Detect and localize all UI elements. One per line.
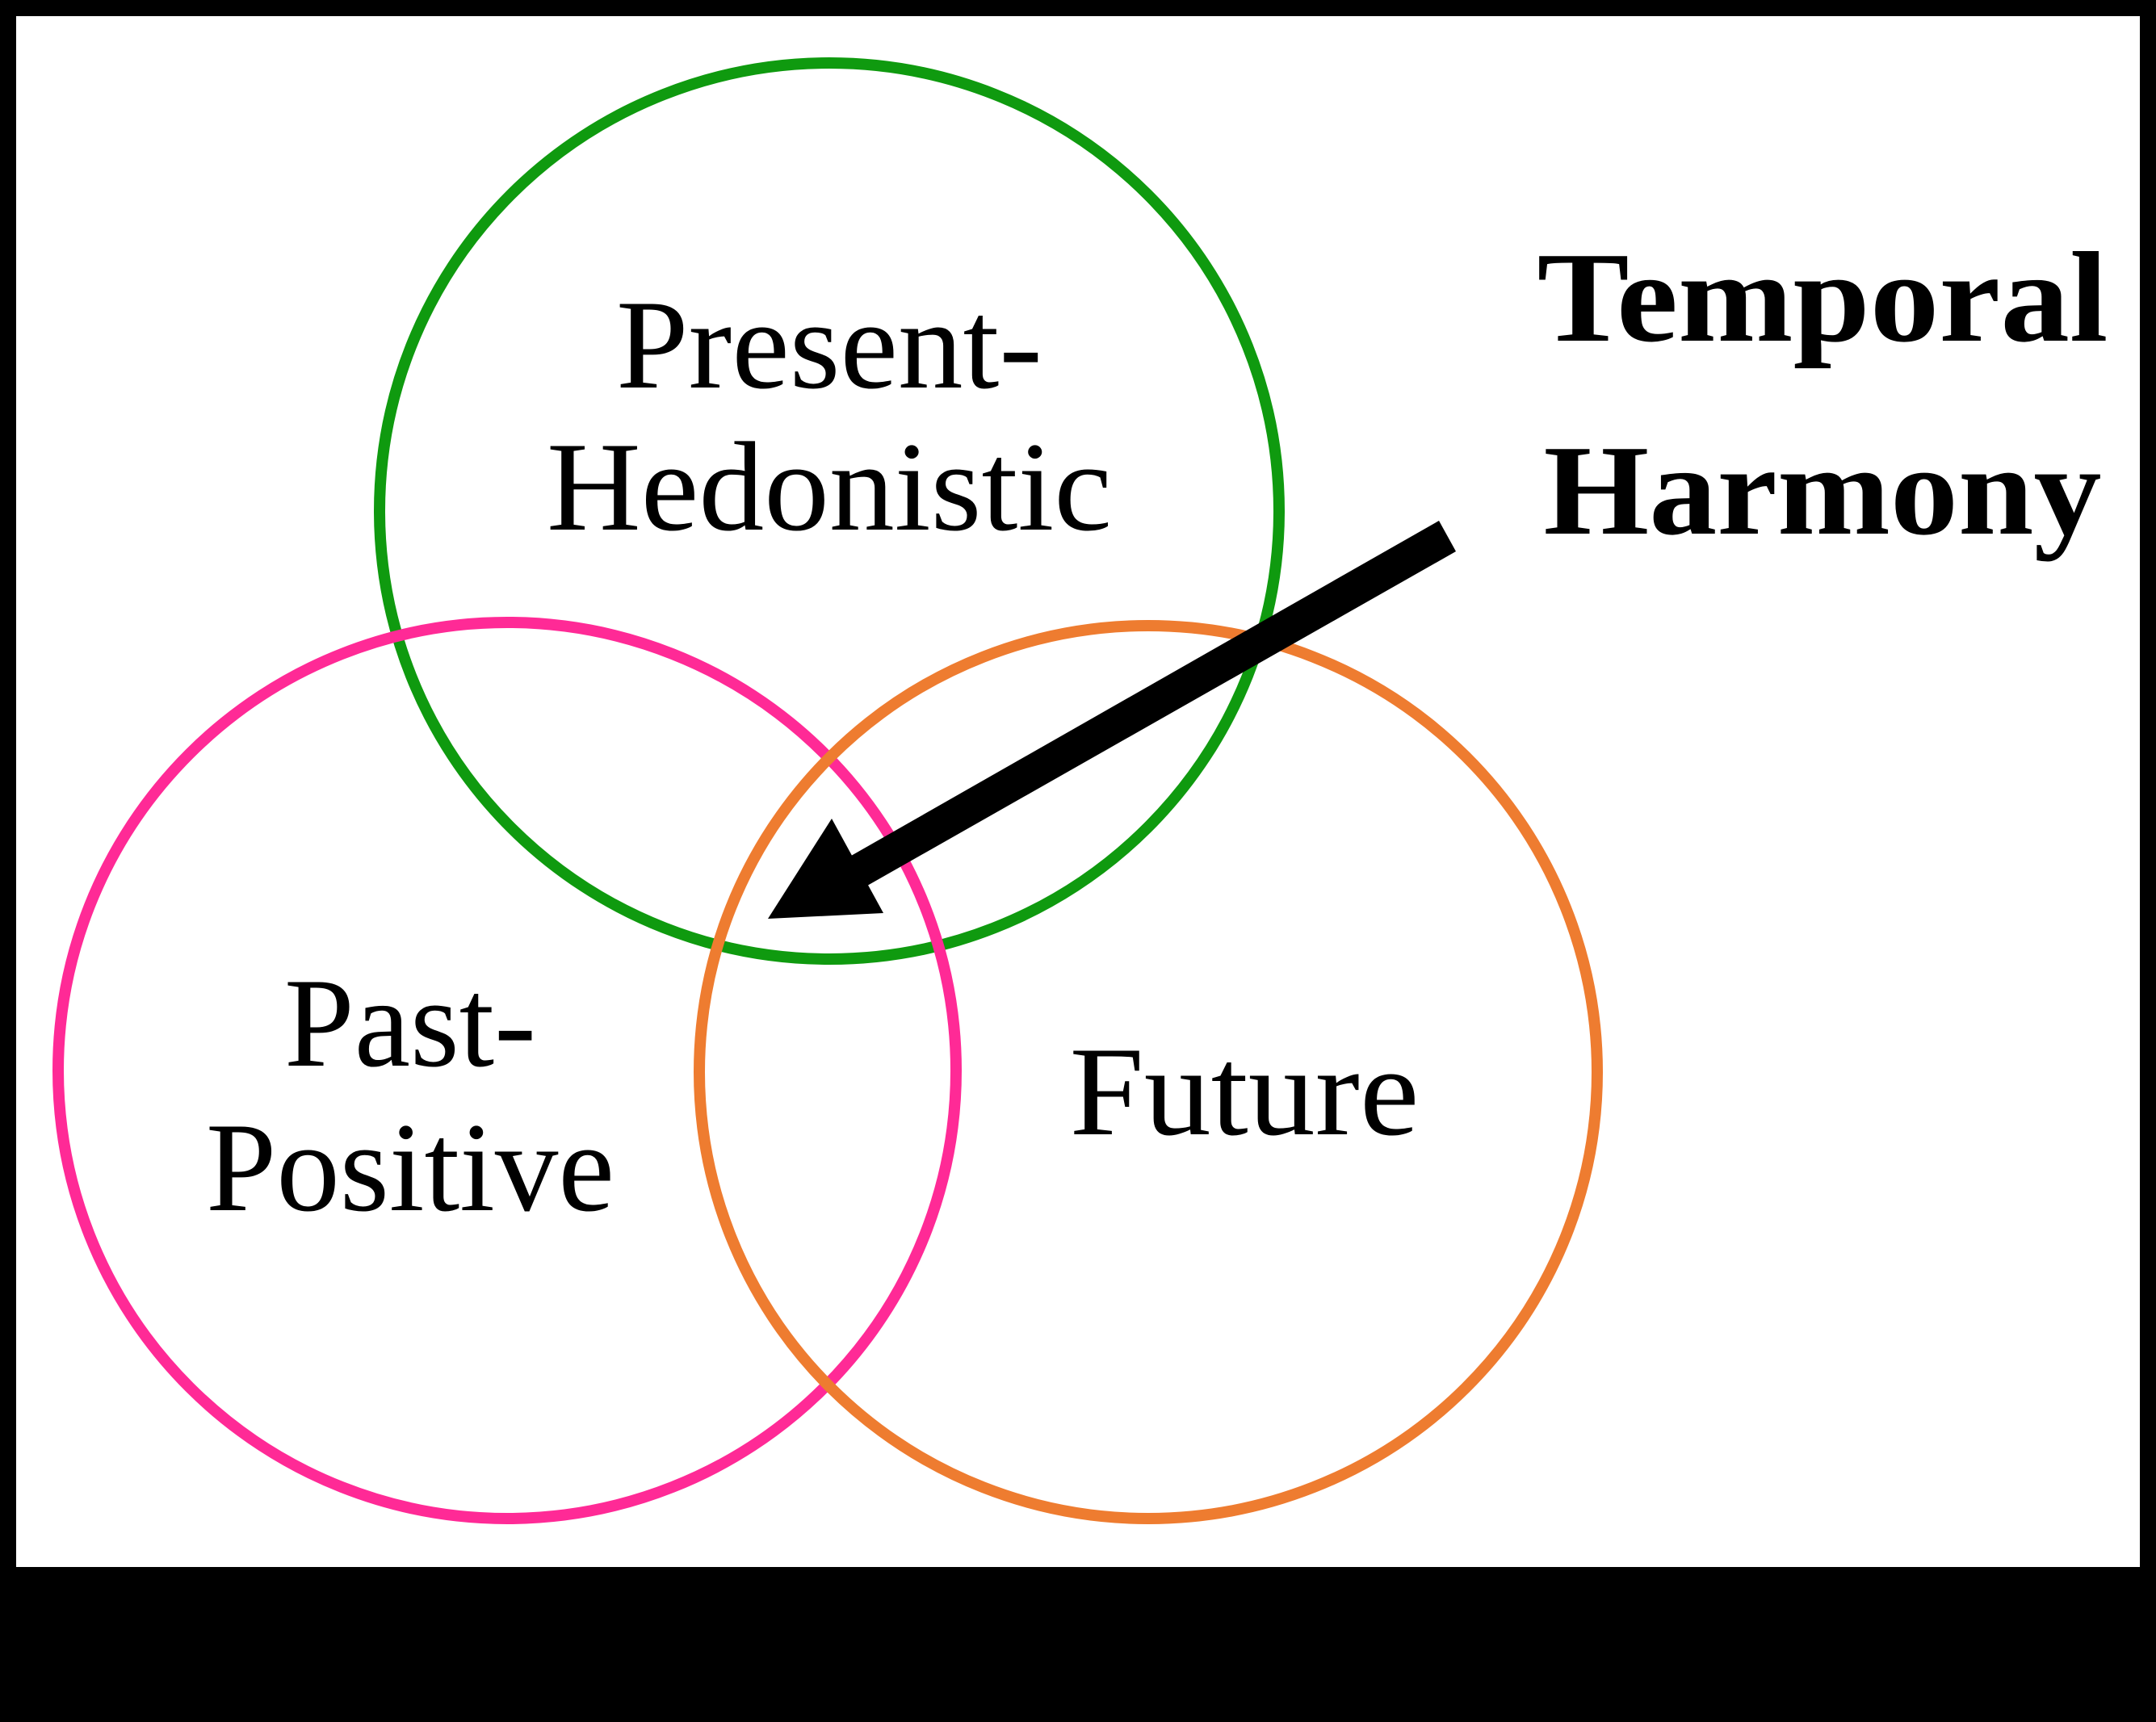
present-hedonistic-label-line2: Hedonistic: [547, 417, 1112, 558]
past-positive-circle: [52, 617, 962, 1524]
arrow-head: [768, 819, 883, 919]
arrow-shaft: [840, 521, 1456, 892]
future-label: Future: [1070, 1021, 1420, 1163]
past-positive-label-line2: Positive: [206, 1097, 615, 1238]
present-hedonistic-label-line1: Present-: [616, 274, 1042, 416]
temporal-harmony-label-line2: Harmony: [1544, 418, 2102, 562]
past-positive-label-line1: Past-: [284, 953, 536, 1094]
diagram-background: [16, 16, 2140, 1567]
arrow-icon: [768, 521, 1456, 919]
temporal-harmony-label-line1: Temporal: [1537, 225, 2108, 369]
future-circle: [694, 620, 1603, 1524]
present-hedonistic-circle: [374, 57, 1285, 965]
